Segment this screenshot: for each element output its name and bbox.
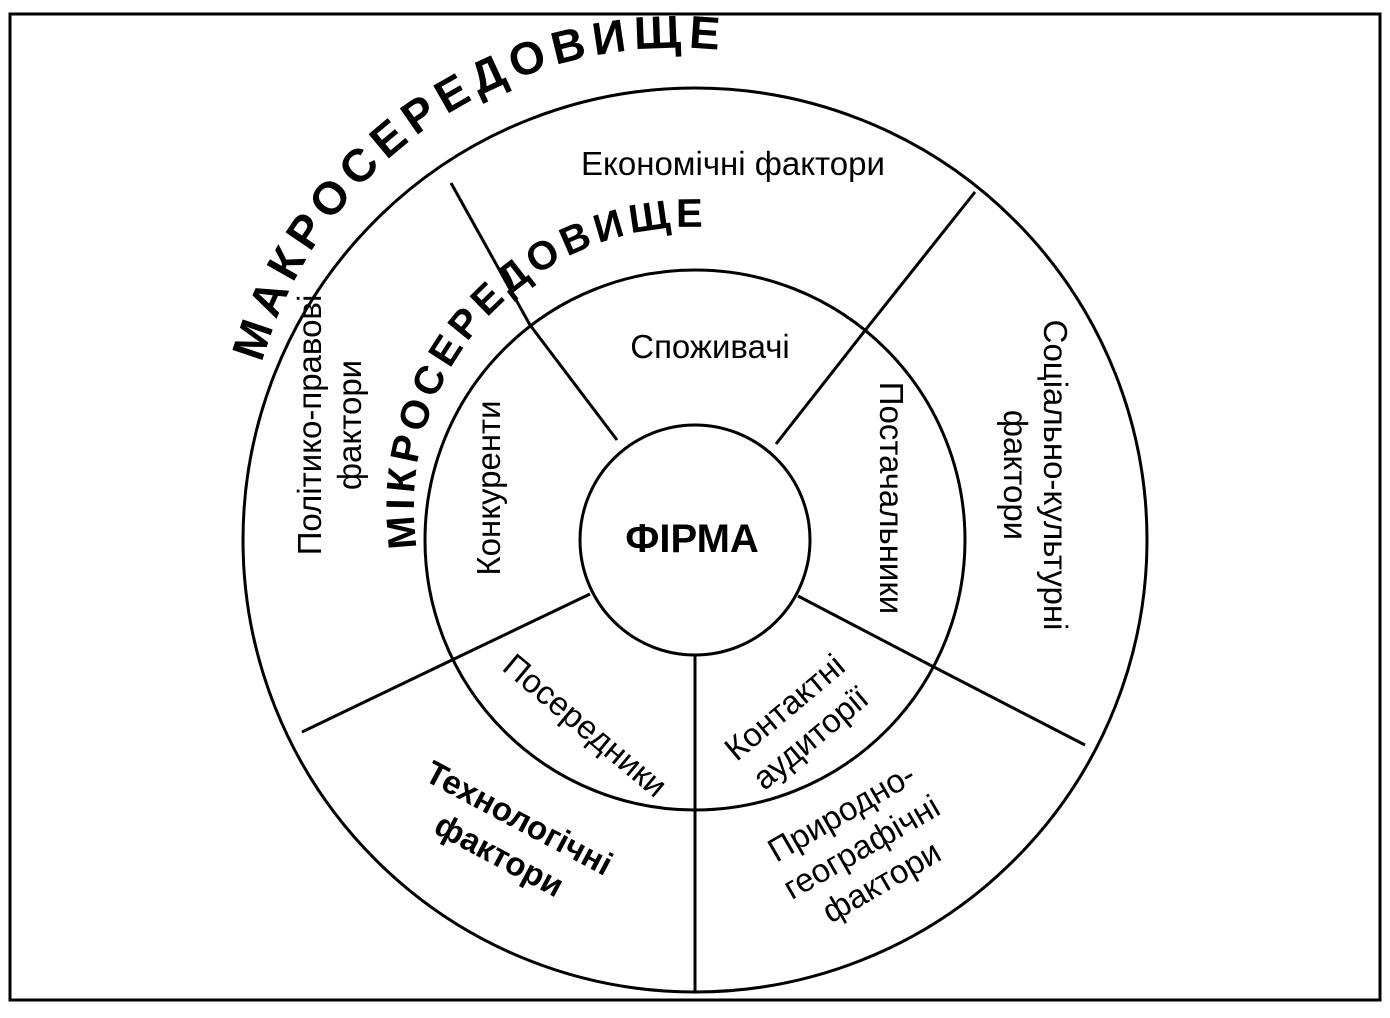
political-legal-factors-label: Політико-правові фактори [291, 295, 368, 556]
suppliers-label: Постачальники [873, 382, 910, 614]
political-legal-line-1: Політико-правові [291, 295, 328, 556]
socio-cultural-factors-label: Соціально-культурні фактори [997, 320, 1074, 631]
micro-divider-left [451, 592, 591, 662]
micro-divider-top-left [528, 324, 619, 441]
macro-divider-top-left [449, 182, 532, 326]
technological-factors-label: Технологічні фактори [420, 753, 619, 904]
consumers-label: Споживачі [630, 328, 790, 365]
socio-cultural-line-1: Соціально-культурні [1037, 320, 1074, 631]
economic-factors-label: Економічні фактори [581, 145, 885, 182]
micro-divider-top-right [774, 327, 869, 445]
socio-cultural-line-2: фактори [997, 410, 1034, 540]
macro-divider-left [301, 658, 453, 734]
political-legal-line-2: фактори [331, 360, 368, 490]
firm-label: ФІРМА [625, 517, 759, 561]
competitors-label: Конкуренти [470, 400, 507, 575]
micro-divider-right [797, 594, 931, 667]
intermediaries-label: Посередники [496, 646, 674, 804]
macro-divider-right [929, 663, 1086, 747]
page-frame [8, 12, 1382, 1002]
contact-audiences-label: Контактні аудиторії [717, 646, 875, 796]
natural-geographic-factors-label: Природно- географічні фактори [761, 755, 947, 930]
macro-divider-top-right [865, 191, 977, 329]
